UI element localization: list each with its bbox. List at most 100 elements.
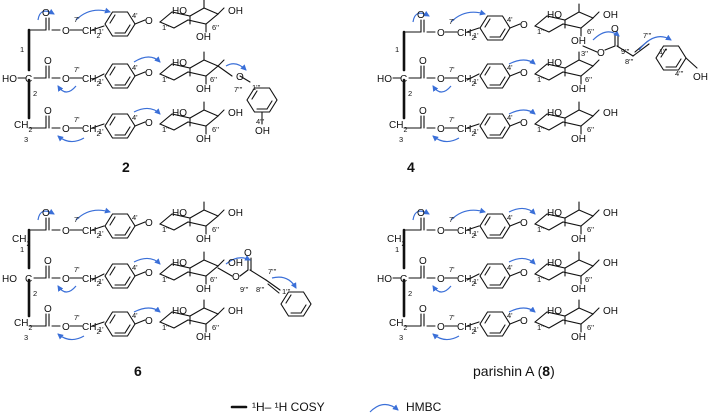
compound-8-number: 8: [542, 363, 550, 379]
locant: 1'': [537, 75, 545, 84]
atom-ho: HO: [547, 108, 562, 119]
atom-oh: OH: [603, 306, 618, 317]
atom-o: O: [145, 268, 153, 279]
locant: 7''': [268, 267, 277, 276]
atom-oh: OH: [196, 84, 211, 95]
atom-ch2: CH2: [82, 226, 100, 240]
atom-o: O: [62, 322, 70, 333]
atom-o: O: [520, 218, 528, 229]
atom-o: O: [62, 74, 70, 85]
atom-oh: OH: [196, 332, 211, 343]
locant: 1'': [537, 27, 545, 36]
atom-ch2: CH2: [14, 318, 32, 332]
locant: 1': [473, 127, 479, 136]
compound-label-8: parishin A (8): [473, 363, 555, 379]
locant: 2: [408, 89, 412, 98]
atom-oh: OH: [228, 108, 243, 119]
locant: 4': [132, 113, 138, 122]
atom-oh: OH: [571, 234, 586, 245]
atom-oh: OH: [603, 258, 618, 269]
locant: 6'': [212, 323, 220, 332]
locant: 7': [74, 313, 80, 322]
locant: 1': [98, 229, 104, 238]
locant: 4': [507, 311, 513, 320]
locant: 4': [507, 15, 513, 24]
atom-o: O: [62, 274, 70, 285]
locant: 1': [98, 27, 104, 36]
locant: 8''': [256, 285, 265, 294]
atom-oh: OH: [255, 126, 270, 137]
atom-ho: HO: [2, 274, 17, 285]
subscript-two: 2: [471, 281, 475, 288]
atom-ho: HO: [172, 6, 187, 17]
locant: 7': [449, 65, 455, 74]
locant: 6'': [212, 125, 220, 134]
atom-oh: OH: [603, 10, 618, 21]
locant: 1': [473, 229, 479, 238]
locant: 4': [507, 263, 513, 272]
atom-o: O: [437, 322, 445, 333]
atom-o: O: [437, 274, 445, 285]
locant: 3: [24, 333, 28, 342]
atom-ch2: CH2: [389, 318, 407, 332]
atom-c: C: [400, 74, 407, 85]
atom-o: O: [236, 72, 244, 83]
atom-o: O: [437, 124, 445, 135]
locant: 7': [449, 115, 455, 124]
atom-o: O: [145, 316, 153, 327]
atom-ho: HO: [172, 108, 187, 119]
atom-ch2: CH2: [457, 226, 475, 240]
locant: 2: [33, 289, 37, 298]
locant: 4': [132, 63, 138, 72]
locant: 7': [74, 115, 80, 124]
atom-o: O: [419, 256, 427, 267]
atom-o: O: [145, 68, 153, 79]
locant: 7': [74, 15, 80, 24]
atom-o: O: [520, 316, 528, 327]
locant: 8''': [625, 57, 634, 66]
subscript-two: 2: [471, 131, 475, 138]
atom-ch2: CH2: [14, 120, 32, 134]
atom-c: C: [25, 274, 32, 285]
locant: 1'': [162, 23, 170, 32]
atom-ho: HO: [547, 258, 562, 269]
atom-ho: HO: [172, 208, 187, 219]
subscript-two: 2: [96, 281, 100, 288]
atom-oh: OH: [571, 134, 586, 145]
locant: 1'': [162, 125, 170, 134]
atom-ho: HO: [547, 58, 562, 69]
compound-6-structure: O O CH2 CH2 HO C O O CH2 CH2 O O CH2 O O…: [2, 201, 312, 379]
locant: 1': [98, 325, 104, 334]
locant: 4': [507, 63, 513, 72]
locant: 6'': [587, 225, 595, 234]
atom-oh: OH: [228, 6, 243, 17]
atom-o: O: [44, 56, 52, 67]
locant: 3: [399, 135, 403, 144]
locant: 6'': [585, 75, 593, 84]
atom-o: O: [44, 106, 52, 117]
atom-o: O: [437, 74, 445, 85]
locant: 6'': [212, 225, 220, 234]
compound-8-prefix: parishin A (: [473, 363, 543, 379]
subscript-two: 2: [28, 325, 32, 332]
locant: 9''': [240, 285, 249, 294]
locant: 1''': [659, 47, 668, 56]
atom-oh: OH: [571, 36, 586, 47]
atom-ch2: CH2: [12, 234, 30, 248]
atom-ch2: CH2: [457, 74, 475, 88]
locant: 9''': [621, 47, 630, 56]
atom-ho: HO: [2, 74, 17, 85]
atom-o: O: [232, 272, 240, 283]
atom-oh: OH: [603, 108, 618, 119]
locant: 6'': [585, 275, 593, 284]
atom-ho: HO: [172, 258, 187, 269]
subscript-two: 2: [403, 127, 407, 134]
locant: 4''': [256, 117, 265, 126]
locant: 1': [98, 277, 104, 286]
locant: 1': [473, 31, 479, 40]
locant: 4': [132, 311, 138, 320]
locant: 1''': [282, 287, 291, 296]
locant: 1'': [162, 75, 170, 84]
atom-o: O: [520, 118, 528, 129]
